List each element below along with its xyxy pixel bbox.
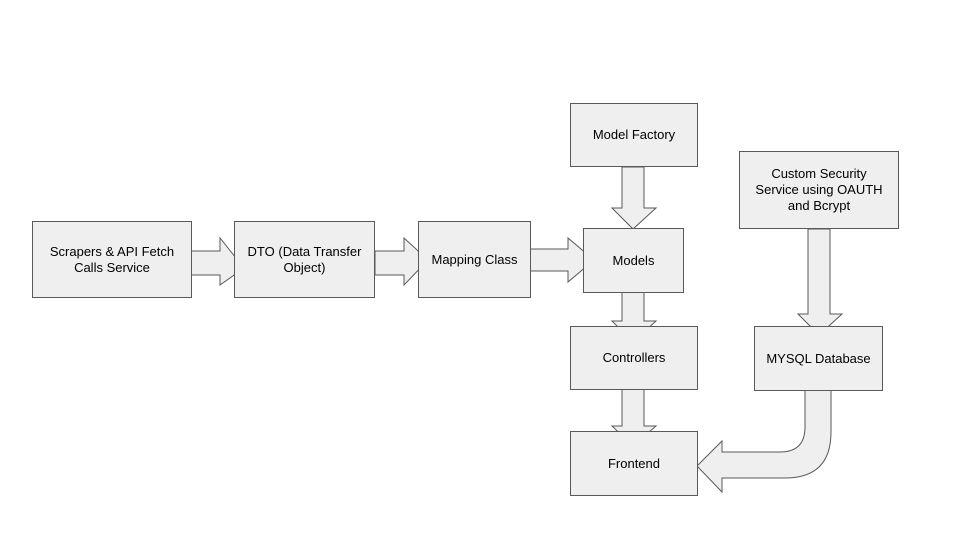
node-models-label: Models	[612, 252, 655, 268]
node-mapping-class-label: Mapping Class	[431, 251, 518, 267]
node-model-factory-label: Model Factory	[592, 127, 676, 142]
arrow-dto-to-mapping	[374, 236, 429, 287]
node-controllers: Controllers	[570, 326, 698, 390]
arrow-mapping-to-models	[529, 236, 595, 284]
node-dto: DTO (Data Transfer Object)	[234, 221, 375, 298]
arrow-scrapers-to-dto	[190, 236, 245, 286]
node-mysql-database: MYSQL Database	[754, 326, 883, 391]
node-dto-label: DTO (Data Transfer Object)	[247, 243, 362, 275]
node-mysql-database-label: MYSQL Database	[766, 350, 871, 366]
arrow-model-factory-to-models	[610, 166, 658, 230]
node-frontend-label: Frontend	[607, 455, 661, 471]
node-controllers-label: Controllers	[602, 350, 666, 365]
node-custom-security-service-label: Custom Security Service using OAUTH and …	[755, 166, 883, 213]
node-custom-security-service: Custom Security Service using OAUTH and …	[739, 151, 899, 229]
node-scrapers-api-fetch-label: Scrapers & API Fetch Calls Service	[49, 243, 175, 275]
node-frontend: Frontend	[570, 431, 698, 496]
node-model-factory: Model Factory	[570, 103, 698, 167]
node-scrapers-api-fetch: Scrapers & API Fetch Calls Service	[32, 221, 192, 298]
node-models: Models	[583, 228, 684, 293]
arrow-security-to-mysql	[796, 228, 844, 336]
arrow-mysql-to-frontend	[696, 389, 832, 494]
node-mapping-class: Mapping Class	[418, 221, 531, 298]
